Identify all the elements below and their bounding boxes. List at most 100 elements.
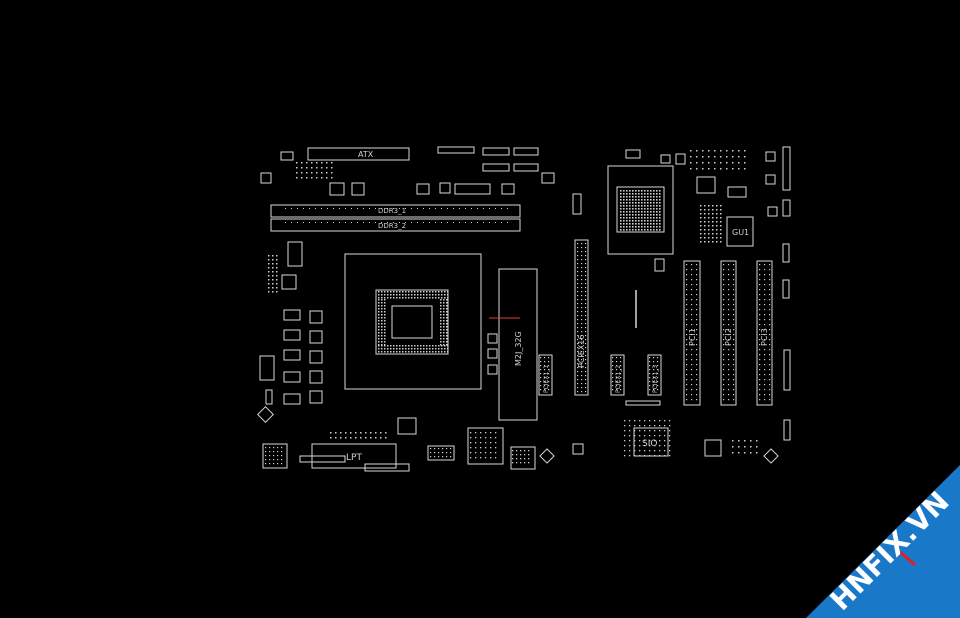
- pin-dot: [281, 451, 283, 453]
- pin-dot: [581, 275, 583, 277]
- pciex1-1-label: PCIEX1_1: [543, 365, 550, 393]
- pin-dot: [585, 315, 587, 317]
- pin-dot: [691, 319, 693, 321]
- pin-dot: [434, 456, 436, 458]
- component-outline: [482, 147, 510, 156]
- pin-dot: [446, 323, 448, 325]
- gu1-chip: [726, 216, 754, 247]
- pin-dot: [686, 284, 688, 286]
- pin-dot: [477, 222, 478, 223]
- pin-dot: [620, 223, 622, 225]
- pin-dot: [612, 381, 614, 383]
- pin-dot: [686, 374, 688, 376]
- pin-dot: [350, 432, 352, 434]
- pin-dot: [577, 355, 579, 357]
- pin-dot: [656, 199, 658, 201]
- pin-dot: [291, 208, 292, 209]
- pin-dot: [423, 222, 424, 223]
- pin-dot: [520, 450, 522, 452]
- pin-dot: [434, 452, 436, 454]
- pin-dot: [641, 220, 643, 222]
- pin-dot: [635, 208, 637, 210]
- pin-dot: [647, 223, 649, 225]
- pin-dot: [381, 291, 383, 293]
- pin-dot: [738, 156, 740, 158]
- pin-dot: [623, 223, 625, 225]
- pin-dot: [378, 326, 380, 328]
- pin-dot: [726, 168, 728, 170]
- pin-dot: [426, 345, 428, 347]
- pin-dot: [691, 289, 693, 291]
- pin-dot: [653, 205, 655, 207]
- pin-dot: [632, 202, 634, 204]
- pin-dot: [435, 222, 436, 223]
- pin-dot: [423, 294, 425, 296]
- pin-dot: [728, 279, 730, 281]
- pin-dot: [629, 190, 631, 192]
- pin-dot: [696, 374, 698, 376]
- pin-dot: [723, 274, 725, 276]
- pin-dot: [276, 263, 278, 265]
- pin-dot: [626, 196, 628, 198]
- pin-dot: [585, 267, 587, 269]
- pin-dot: [635, 190, 637, 192]
- pin-dot: [585, 275, 587, 277]
- pin-dot: [626, 205, 628, 207]
- pin-dot: [490, 452, 492, 454]
- pin-dot: [378, 335, 380, 337]
- pin-dot: [750, 452, 752, 454]
- pin-dot: [440, 308, 442, 310]
- pin-dot: [728, 339, 730, 341]
- pin-dot: [420, 297, 422, 299]
- pin-dot: [624, 420, 626, 422]
- pin-dot: [654, 455, 656, 457]
- pin-dot: [411, 208, 412, 209]
- pin-dot: [629, 199, 631, 201]
- pin-dot: [384, 323, 386, 325]
- pin-dot: [375, 222, 376, 223]
- pin-dot: [277, 447, 279, 449]
- component-outline: [281, 274, 297, 290]
- pin-dot: [700, 209, 702, 211]
- pin-dot: [649, 425, 651, 427]
- pin-dot: [616, 385, 618, 387]
- pin-dot: [708, 225, 710, 227]
- pin-dot: [733, 369, 735, 371]
- pin-dot: [396, 351, 398, 353]
- pin-dot: [654, 435, 656, 437]
- pin-dot: [650, 229, 652, 231]
- pin-dot: [540, 357, 542, 359]
- pin-dot: [728, 374, 730, 376]
- pin-dot: [453, 208, 454, 209]
- pin-dot: [490, 457, 492, 459]
- pin-dot: [581, 263, 583, 265]
- pin-dot: [696, 339, 698, 341]
- pin-dot: [528, 458, 530, 460]
- pin-dot: [378, 345, 380, 347]
- pin-dot: [440, 299, 442, 301]
- pin-dot: [375, 432, 377, 434]
- pin-dot: [365, 432, 367, 434]
- cpu-pad-ring: [375, 289, 449, 355]
- pin-dot: [733, 304, 735, 306]
- pin-dot: [659, 430, 661, 432]
- pin-dot: [432, 291, 434, 293]
- pin-dot: [634, 445, 636, 447]
- pin-dot: [728, 399, 730, 401]
- pin-dot: [708, 217, 710, 219]
- pin-dot: [434, 448, 436, 450]
- pin-dot: [380, 432, 382, 434]
- atx-connector: [307, 147, 410, 161]
- pin-dot: [612, 361, 614, 363]
- pin-dot-fields: [265, 150, 771, 465]
- pin-dot: [723, 299, 725, 301]
- pin-dot: [411, 345, 413, 347]
- pin-dot: [649, 377, 651, 379]
- pin-dot: [764, 289, 766, 291]
- pin-dot: [272, 259, 274, 261]
- pin-dot: [520, 454, 522, 456]
- pin-dot: [399, 348, 401, 350]
- pin-dot: [581, 291, 583, 293]
- pin-dot: [577, 363, 579, 365]
- pin-dot: [728, 389, 730, 391]
